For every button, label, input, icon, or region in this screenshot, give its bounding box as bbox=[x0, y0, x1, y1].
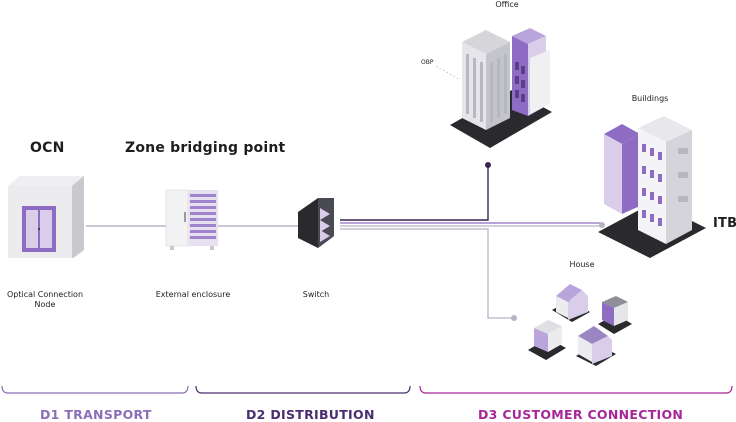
bracket-d3 bbox=[419, 385, 733, 394]
house-label: House bbox=[569, 260, 595, 269]
office-building-icon bbox=[435, 28, 552, 148]
office-label: Office bbox=[495, 0, 519, 9]
residential-buildings-icon bbox=[598, 116, 706, 258]
zone-bridging-title: Zone bridging point bbox=[125, 140, 286, 156]
buildings-connection-dot bbox=[599, 222, 605, 228]
section-d2-distribution: D2 DISTRIBUTION bbox=[246, 407, 375, 422]
bracket-d1 bbox=[1, 385, 189, 394]
ocn-title: OCN bbox=[30, 140, 65, 156]
bracket-d2 bbox=[195, 385, 411, 394]
line-to-house bbox=[340, 228, 514, 319]
distribution-lines bbox=[340, 162, 605, 321]
ocn-caption: Optical Connection Node bbox=[6, 290, 84, 309]
buildings-label: Buildings bbox=[631, 94, 669, 103]
enclosure-caption: External enclosure bbox=[155, 290, 231, 299]
office-connection-dot bbox=[485, 162, 491, 168]
switch-icon bbox=[298, 198, 334, 248]
section-brackets bbox=[1, 385, 733, 394]
section-d3-customer-connection: D3 CUSTOMER CONNECTION bbox=[478, 407, 684, 422]
obp-label: OBP bbox=[421, 59, 434, 66]
switch-caption: Switch bbox=[302, 290, 330, 299]
ocn-node-icon bbox=[8, 176, 84, 258]
houses-icon bbox=[528, 284, 632, 366]
house-connection-dot bbox=[511, 315, 517, 321]
external-enclosure-icon bbox=[165, 189, 218, 250]
itb-label: ITB bbox=[713, 216, 736, 231]
line-to-office bbox=[340, 165, 489, 221]
section-d1-transport: D1 TRANSPORT bbox=[40, 407, 152, 422]
